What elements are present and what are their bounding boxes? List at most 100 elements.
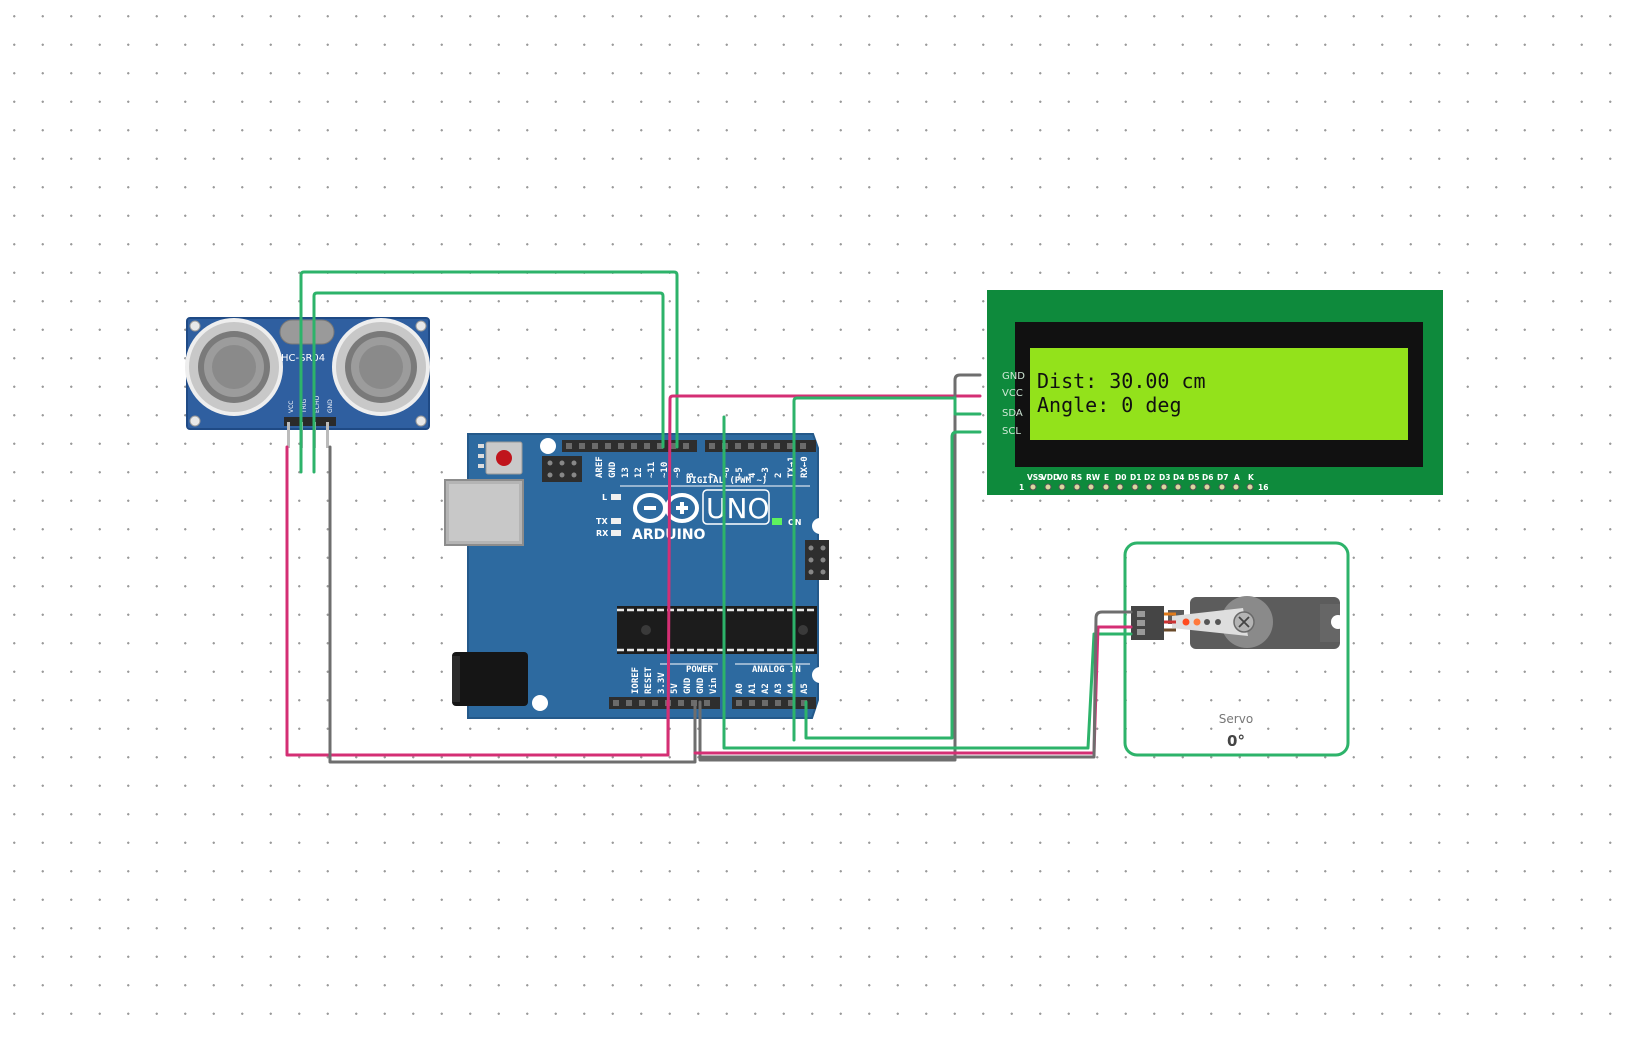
pin-label-0: RX←0 [800,456,810,478]
microcontroller-chip [617,606,817,654]
svg-text:SDA: SDA [1002,408,1023,419]
pin-label-8: 8 [686,473,696,478]
ultrasonic-pin-gnd-label: GND [327,399,334,413]
pin-label-3: ~3 [761,467,771,478]
svg-text:GND: GND [1002,371,1025,382]
wire-lcd-vcc-to-5v[interactable] [666,394,982,757]
icsp-header-top [542,456,582,482]
svg-text:A5: A5 [800,683,810,694]
pin-label-12: 12 [634,467,644,478]
ultrasonic-sensor[interactable]: HC-SR04 VCC TRIG ECHO GND [185,317,430,448]
svg-text:D3: D3 [1159,473,1170,482]
pin-label-2: 2 [774,473,784,478]
lcd-pin-last-label: 16 [1258,483,1268,492]
svg-text:GND: GND [683,677,693,694]
wire-ultrasonic-gnd-to-gnd[interactable] [328,445,697,764]
svg-text:VCC: VCC [1002,388,1023,399]
svg-text:RX: RX [596,529,609,538]
svg-text:D6: D6 [1202,473,1213,482]
svg-text:L: L [602,493,607,502]
wire-ultrasonic-echo-to-pin10[interactable] [312,291,665,474]
ultrasonic-model-label: HC-SR04 [281,353,325,364]
svg-text:A0: A0 [735,683,745,694]
transducer-right [332,318,430,416]
svg-text:E: E [1104,473,1109,482]
svg-text:SCL: SCL [1002,426,1021,437]
svg-text:K: K [1248,473,1255,482]
svg-text:A3: A3 [774,683,784,694]
lcd-display[interactable]: Dist: 30.00 cm Angle: 0 deg GND VCC SDA … [987,290,1443,495]
pin-label-aref: AREF [595,456,605,478]
arduino-uno-board[interactable]: AREF GND 13 12 ~11 ~10 ~9 8 7 ~6 ~5 4 ~3… [444,433,829,719]
lcd-screen [1030,348,1408,440]
arduino-logo: UNO ARDUINO [632,489,770,543]
power-label: POWER [686,665,714,675]
lcd-i2c-pin-labels: GND VCC SDA SCL [1002,371,1025,437]
lcd-line-1: Dist: 30.00 cm [1037,369,1206,393]
power-analog-header[interactable] [609,697,816,709]
analog-pin-labels: A0 A1 A2 A3 A4 A5 [735,683,810,694]
svg-text:A2: A2 [761,683,771,694]
wire-servo-signal-to-pin6[interactable] [722,415,1133,750]
servo-selection-outline [1123,541,1350,757]
pin-label-1: TX→1 [787,456,797,478]
uno-logo-text: UNO [706,492,769,525]
ultrasonic-pin-vcc-label: VCC [288,401,295,413]
pin-label-7: 7 [709,473,719,478]
analog-label: ANALOG IN [752,665,801,675]
svg-text:A: A [1234,473,1240,482]
wire-lcd-scl-to-a5[interactable] [804,430,982,740]
svg-text:D5: D5 [1188,473,1199,482]
pin-label-4: 4 [748,472,758,478]
wire-ultrasonic-trig-to-pin9[interactable] [299,270,679,474]
ultrasonic-pin-trig-label: TRIG [301,398,308,414]
icsp-header-right [805,540,829,580]
svg-text:GND: GND [696,677,706,694]
power-jack [452,652,528,706]
pin-label-6: ~6 [722,467,732,478]
pin-label-13: 13 [621,467,631,478]
servo-angle-readout: 0° [1227,732,1245,750]
servo-connector[interactable] [1131,606,1176,640]
wire-lcd-gnd-to-gnd[interactable] [698,373,982,762]
reset-button[interactable] [485,441,523,475]
svg-text:VDD: VDD [1041,473,1059,482]
svg-text:D4: D4 [1173,473,1184,482]
svg-text:D1: D1 [1130,473,1141,482]
svg-text:D0: D0 [1115,473,1126,482]
svg-text:VSS: VSS [1027,473,1043,482]
wire-servo-gnd-to-gnd[interactable] [698,610,1133,759]
pin-label-5: ~5 [735,467,745,478]
svg-text:RS: RS [1071,473,1082,482]
lcd-pin-first-label: 1 [1019,483,1024,492]
svg-text:A1: A1 [748,683,758,694]
digital-label: DIGITAL (PWM ~) [686,476,767,486]
digital-header[interactable] [562,440,816,452]
pin-label-10: ~10 [660,462,670,478]
svg-text:D7: D7 [1217,473,1228,482]
transducer-left [185,318,283,416]
pin-label-9: ~9 [673,467,683,478]
ultrasonic-pin-echo-label: ECHO [314,396,321,413]
wire-lcd-sda-to-a4[interactable] [792,396,982,742]
pin-label-11: ~11 [647,462,657,478]
pin-label-gnd: GND [608,461,618,478]
wires[interactable] [285,270,1133,764]
svg-text:IOREF: IOREF [631,667,641,694]
svg-text:V0: V0 [1057,473,1068,482]
svg-text:RW: RW [1086,473,1101,482]
svg-text:A4: A4 [787,683,797,694]
power-pin-labels: IOREF RESET 3.3V 5V GND GND Vin [631,666,719,694]
svg-text:D2: D2 [1144,473,1155,482]
servo-label: Servo [1219,712,1253,726]
lcd-bottom-pins[interactable] [1029,483,1254,491]
svg-text:Vin: Vin [708,678,719,694]
svg-text:5V: 5V [670,683,680,694]
lcd-line-2: Angle: 0 deg [1037,393,1182,417]
servo-body [1168,596,1345,649]
lcd-bottom-pin-labels: VSS VDD V0 RS RW E D0 D1 D2 D3 D4 D5 D6 … [1019,473,1268,492]
svg-text:3.3V: 3.3V [657,672,667,694]
servo-motor[interactable]: Servo 0° [1123,541,1350,757]
svg-text:RESET: RESET [644,666,654,694]
